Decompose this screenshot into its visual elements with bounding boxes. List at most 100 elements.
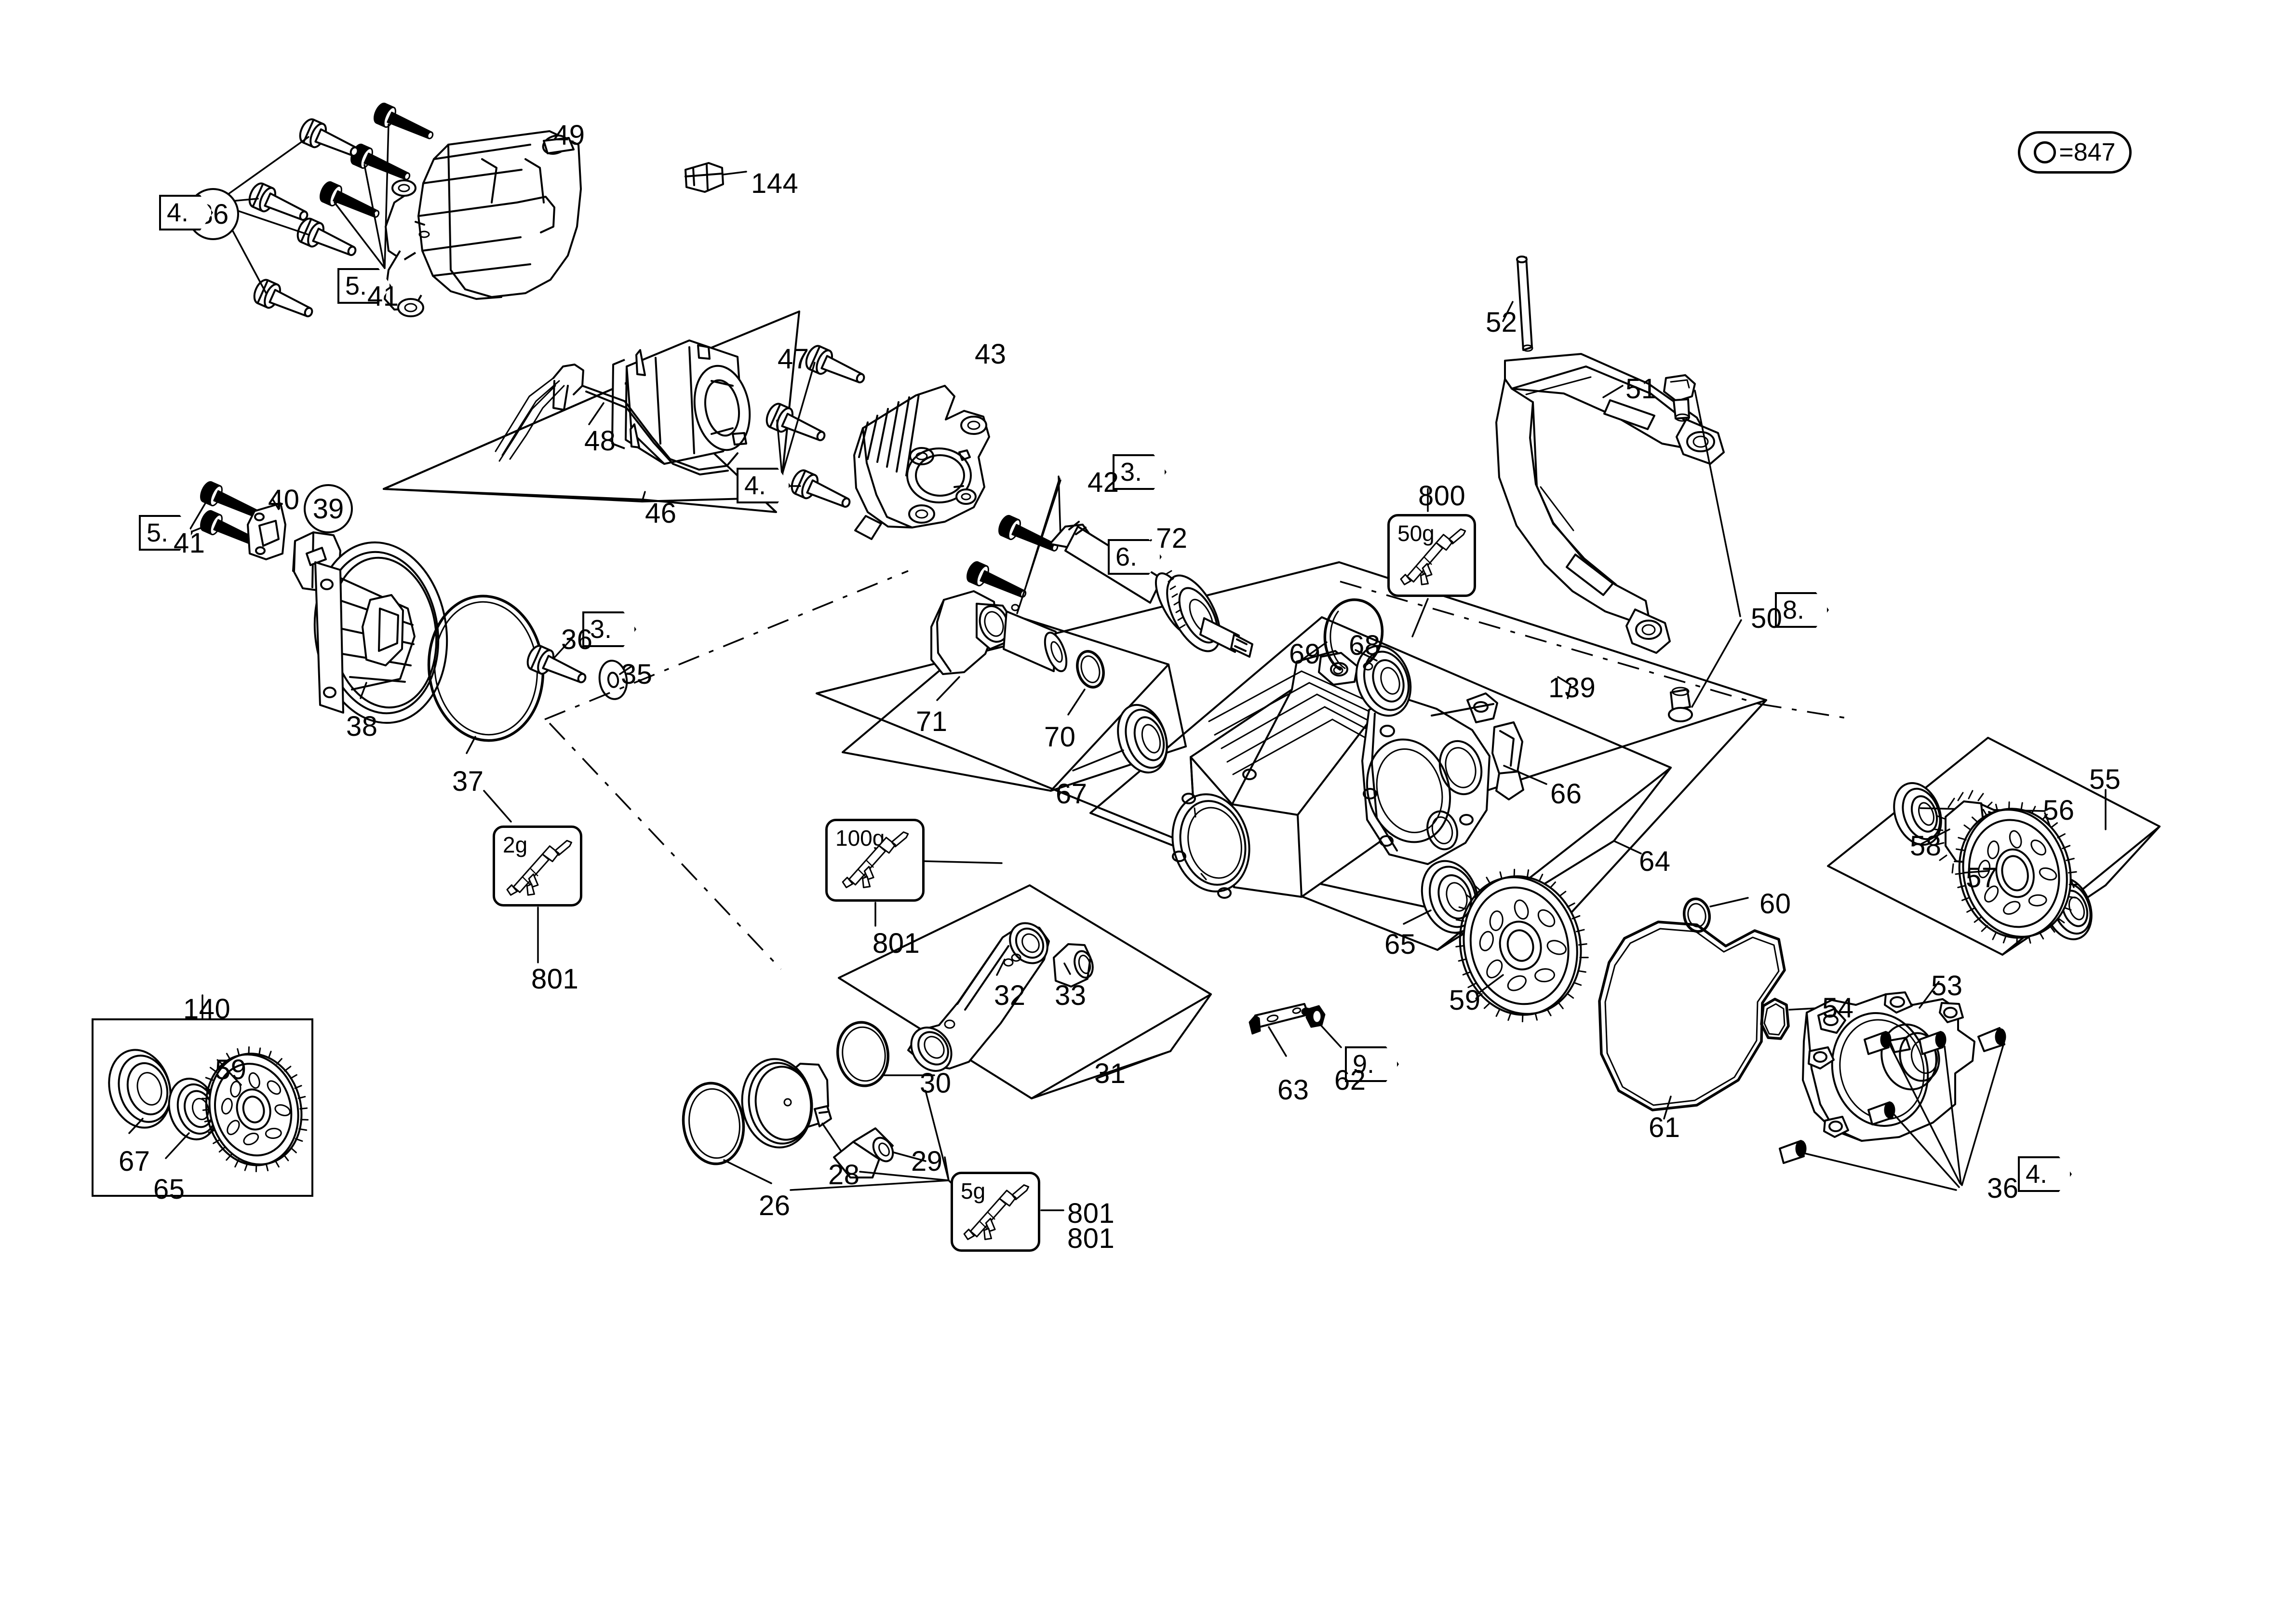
part-47-stator (611, 339, 751, 465)
part-52-pin (1502, 256, 1533, 352)
pentagon-tag-5b-text: 5. (147, 518, 169, 547)
part-number-31: 31 (1094, 1058, 1126, 1089)
part-number-29: 29 (911, 1146, 943, 1177)
pentagon-tag-4a: 4. (159, 195, 213, 230)
part-number-140: 140 (183, 993, 231, 1025)
part-number-41: 41 (174, 528, 205, 559)
circled-number-39: 39 (304, 484, 353, 533)
part-38-fan-housing (306, 541, 448, 724)
part-number-47: 47 (778, 343, 809, 375)
part-number-68: 68 (1349, 630, 1381, 661)
part-number-32: 32 (994, 980, 1026, 1011)
part-number-801: 801 (1067, 1223, 1115, 1254)
pentagon-tag-3b-text: 3. (1120, 458, 1142, 487)
pentagon-tag-5b: 5. (139, 515, 193, 551)
part-32-connecting-rod (907, 922, 1050, 1072)
part-number-53: 53 (1931, 970, 1963, 1001)
fasteners-50-handle (1663, 374, 1742, 722)
part-51-handle (1495, 353, 1725, 654)
part-70-o-ring-small (1067, 650, 1105, 716)
grease-qty-100g: 100g (835, 826, 885, 851)
part-number-28: 28 (828, 1159, 860, 1191)
fasteners-41-left (189, 479, 264, 555)
legend-badge: =847 (2018, 131, 2132, 174)
part-144-cap (685, 162, 747, 193)
part-number-58: 58 (1910, 830, 1942, 862)
part-number-38: 38 (346, 711, 378, 742)
part-number-70: 70 (1044, 721, 1076, 753)
part-number-37: 37 (452, 766, 484, 797)
part-number-33: 33 (1055, 980, 1087, 1011)
fasteners-36-cover (1779, 1027, 2006, 1191)
pentagon-tag-8a-text: 8. (1783, 595, 1805, 624)
part-28-piston (741, 1058, 844, 1154)
grease-gun-icon (506, 839, 573, 896)
pentagon-tag-4a-text: 4. (167, 198, 189, 227)
grease-box-5g: 5g (951, 1172, 1040, 1252)
pentagon-tag-4b: 4. (737, 468, 791, 503)
pentagon-tag-3a: 3. (582, 611, 636, 647)
part-62-screw (1301, 1005, 1342, 1048)
part-number-35: 35 (621, 659, 653, 690)
part-29-wrist-pin (833, 1127, 926, 1178)
pentagon-tag-3a-text: 3. (590, 615, 612, 644)
part-59-spur-gear (1454, 868, 1589, 1023)
part-number-50: 50 (1751, 603, 1783, 634)
fasteners-36-43 (762, 342, 870, 516)
part-43-housing-cover (853, 385, 990, 540)
part-number-54: 54 (1822, 992, 1854, 1024)
part-number-64: 64 (1639, 846, 1671, 877)
part-number-67: 67 (1056, 778, 1088, 810)
pentagon-tag-8a: 8. (1775, 592, 1829, 628)
part-number-800: 800 (1418, 480, 1466, 512)
part-49-motor-housing (384, 130, 582, 317)
pentagon-tag-9a: 9. (1345, 1046, 1399, 1082)
part-number-48: 48 (584, 425, 616, 457)
part-number-139: 139 (1548, 672, 1596, 704)
part-48-wire-harness (495, 364, 738, 475)
part-26-o-ring-large (682, 1082, 772, 1184)
grease-qty-50g: 50g (1397, 521, 1435, 546)
pentagon-tag-3b: 3. (1113, 454, 1167, 490)
grease-qty-5g: 5g (961, 1178, 986, 1204)
part-number-40: 40 (268, 484, 300, 515)
part-number-65: 65 (153, 1174, 185, 1205)
grease-box-100g: 100g (825, 819, 925, 902)
part-69-circlip (1302, 598, 1384, 675)
part-67-bearing (1072, 704, 1168, 774)
part-number-43: 43 (975, 338, 1007, 370)
part-number-67: 67 (119, 1146, 150, 1177)
pentagon-tag-6a: 6. (1108, 539, 1162, 575)
part-number-56: 56 (2043, 795, 2075, 826)
part-number-69: 69 (1289, 638, 1321, 670)
assembly-dashed-frames (544, 570, 1850, 970)
pentagon-tag-4b-text: 4. (744, 471, 766, 500)
grease-gun-icon (842, 831, 909, 889)
grease-box-50g: 50g (1387, 514, 1476, 597)
circled-number-39-text: 39 (312, 493, 344, 525)
part-number-49: 49 (553, 120, 585, 151)
part-number-62: 62 (1334, 1065, 1366, 1096)
grease-part-label-801-b: 801 (873, 928, 920, 959)
pentagon-tag-5a: 5. (337, 268, 391, 304)
part-number-801: 801 (873, 928, 920, 959)
part-number-57: 57 (1966, 862, 1998, 893)
pentagon-tag-4c: 4. (2018, 1156, 2072, 1192)
pentagon-tag-6a-text: 6. (1115, 542, 1138, 571)
part-71-crank (930, 590, 1068, 701)
inset-frame-140 (92, 1018, 313, 1197)
grease-part-label-801-c: 801 (1067, 1198, 1115, 1229)
pentagon-tag-4c-text: 4. (2026, 1160, 2048, 1189)
part-number-144: 144 (751, 168, 799, 199)
part-number-71: 71 (916, 706, 948, 737)
part-number-52: 52 (1486, 307, 1517, 338)
part-60-circlip (1682, 897, 1749, 933)
grease-box-2g: 2g (493, 826, 582, 907)
inset-140-contents (108, 994, 309, 1173)
part-139-gear-plate (1361, 676, 1571, 865)
part-30-o-ring-medium (836, 1021, 935, 1087)
part-number-801: 801 (531, 963, 579, 995)
fasteners-41-top (317, 100, 438, 269)
